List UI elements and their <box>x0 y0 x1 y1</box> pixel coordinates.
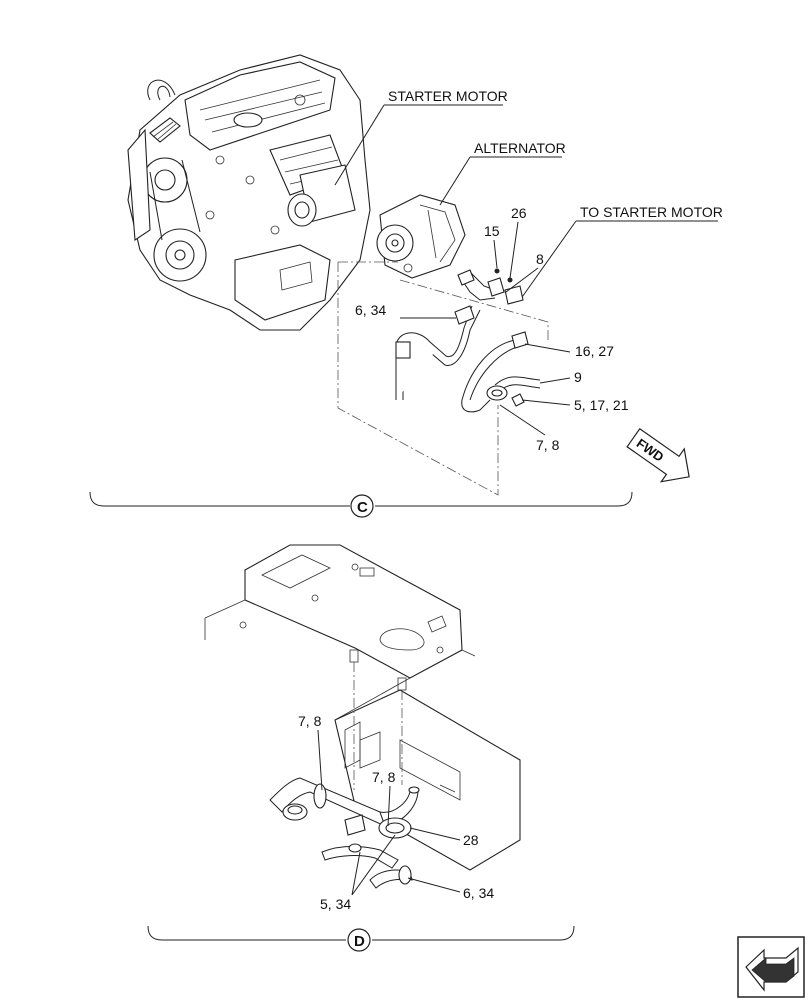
section-d-bracket: D <box>147 925 575 952</box>
frame-illustration <box>204 544 521 871</box>
callout-7-8: 7, 8 <box>536 437 560 453</box>
to-starter-motor-label: TO STARTER MOTOR <box>580 204 723 220</box>
section-c-marker: C <box>357 499 368 516</box>
callout-d-5-34: 5, 34 <box>320 896 351 912</box>
callout-9: 9 <box>574 369 582 385</box>
callout-d-7-8-a: 7, 8 <box>298 713 322 729</box>
starter-motor-label-group: STARTER MOTOR <box>334 88 508 186</box>
section-c-guide-lines <box>337 261 549 496</box>
callout-6-34: 6, 34 <box>355 302 386 318</box>
callout-d-7-8-b: 7, 8 <box>372 769 396 785</box>
hoses-section-d <box>269 777 420 889</box>
alternator-label: ALTERNATOR <box>474 140 566 156</box>
engine-illustration <box>127 54 371 331</box>
starter-motor-label: STARTER MOTOR <box>388 88 508 104</box>
wiring-harness-c <box>395 268 541 413</box>
fwd-arrow-icon: FWD <box>626 427 690 483</box>
callout-8-top: 8 <box>536 251 544 267</box>
section-d-marker: D <box>354 933 365 950</box>
callout-15: 15 <box>484 223 500 239</box>
callout-d-28: 28 <box>463 832 479 848</box>
return-arrow-icon[interactable] <box>737 936 805 998</box>
section-c-bracket: C <box>89 491 633 518</box>
callout-16-27: 16, 27 <box>575 343 614 359</box>
callout-5-17-21: 5, 17, 21 <box>574 397 629 413</box>
to-starter-motor-label-group: TO STARTER MOTOR <box>519 204 723 301</box>
callouts-section-d: 7, 8 7, 8 28 5, 34 6, 34 <box>298 713 494 912</box>
alternator-label-group: ALTERNATOR <box>439 140 566 206</box>
callout-d-6-34: 6, 34 <box>463 885 494 901</box>
section-d-guide-lines <box>353 662 403 790</box>
callouts-section-c: 26 15 8 6, 34 16, 27 9 5, 17, 21 7, 8 <box>355 205 629 453</box>
alternator-illustration <box>376 194 466 279</box>
callout-26: 26 <box>511 205 527 221</box>
